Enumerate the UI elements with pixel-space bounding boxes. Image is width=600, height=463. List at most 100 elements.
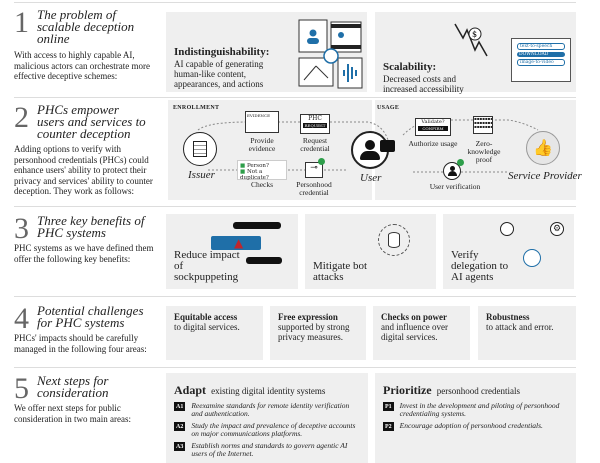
challenge-heading: Checks on power — [381, 312, 448, 322]
request-credential-label: Request credential — [300, 136, 330, 153]
step-text: Study the impact and prevalence of decep… — [191, 421, 356, 438]
step-text: Reexamine standards for remote identity … — [191, 401, 350, 418]
card-text: AI capable of generating human-like cont… — [174, 59, 264, 89]
user-icon — [500, 222, 514, 236]
checks-card: ■ Person? ■ Not a duplicate? — [237, 160, 287, 181]
section-desc: Adding options to verify with personhood… — [14, 144, 153, 196]
benefit-label: Reduce impact of sockpuppeting — [174, 249, 240, 283]
issuer-label: Issuer — [188, 169, 215, 181]
divider — [14, 206, 576, 207]
divider — [14, 2, 576, 3]
section-number: 4 — [14, 302, 29, 335]
prioritize-heading: Prioritize — [383, 383, 432, 397]
request-button: REQUEST — [303, 123, 327, 128]
laptop-option: text-to-speech — [517, 43, 565, 50]
challenge-text: and influence over digital services. — [381, 322, 448, 342]
decreasing-cost-icon: $ — [454, 23, 488, 57]
benefit-label: Mitigate bot attacks — [313, 260, 368, 283]
adapt-card: Adapt existing digital identity systems … — [166, 373, 368, 463]
flagged-message — [211, 236, 261, 250]
card-text: Decreased costs and increased accessibil… — [383, 74, 464, 94]
media-collage-icon — [298, 19, 363, 89]
benefit-card-delegation: ⚙ Verify delegation to AI agents — [443, 214, 574, 289]
step-tag: P2 — [383, 422, 394, 431]
challenge-heading: Robustness — [486, 312, 530, 322]
verified-user-icon — [443, 162, 461, 180]
zero-knowledge-proof-label: Zero-knowledge proof — [467, 139, 501, 164]
section-desc: With access to highly capable AI, malici… — [14, 50, 150, 81]
benefit-card-bot-attacks: Mitigate bot attacks — [305, 214, 436, 289]
gear-icon: ⚙ — [550, 222, 564, 236]
check-duplicate: Not a duplicate? — [240, 169, 269, 181]
prioritize-subheading: personhood credentials — [436, 386, 520, 396]
database-icon — [378, 224, 410, 256]
section-desc: PHCs' impacts should be carefully manage… — [14, 333, 147, 354]
adapt-heading: Adapt — [174, 383, 207, 397]
evidence-folder-icon: EVIDENCE — [245, 111, 279, 133]
message-bar — [233, 222, 281, 229]
section-title: PHCs empower users and services to count… — [37, 102, 146, 141]
section-number: 5 — [14, 372, 29, 405]
section-title: Potential challenges for PHC systems — [37, 303, 144, 330]
authorize-usage-label: Authorize usage — [408, 139, 458, 148]
divider — [14, 367, 576, 368]
section-title: Next steps for consideration — [37, 373, 109, 400]
section-desc: PHC systems as we have defined them offe… — [14, 243, 154, 264]
wallet-icon — [380, 140, 395, 152]
step-text: Encourage adoption of personhood credent… — [399, 421, 543, 430]
check-badge-icon — [457, 159, 464, 166]
step-text: Invest in the development and piloting o… — [399, 401, 560, 418]
user-verification-label: User verification — [429, 182, 481, 191]
warning-icon: ▲ — [234, 236, 244, 250]
laptop-option: image-to-video — [517, 59, 565, 66]
provide-evidence-label: Provide evidence — [248, 136, 276, 153]
service-provider-label: Service Provider — [508, 170, 582, 182]
scalability-card: Scalability: Decreased costs and increas… — [375, 12, 576, 94]
challenge-heading: Free expression — [278, 312, 338, 322]
card-heading: Scalability: — [383, 61, 437, 73]
thumbs-up-icon: 👍 — [526, 131, 560, 165]
key-icon: ⊸ — [305, 162, 323, 178]
section-number: 3 — [14, 212, 29, 245]
indistinguishability-card: Indistinguishability: AI capable of gene… — [166, 12, 367, 92]
section-number: 2 — [14, 101, 29, 134]
svg-text:$: $ — [472, 30, 477, 39]
challenge-text: to attack and error. — [486, 322, 554, 332]
adapt-subheading: existing digital identity systems — [211, 386, 326, 396]
challenge-text: to digital services. — [174, 322, 240, 332]
plus-badge-icon — [318, 158, 325, 165]
prioritize-card: Prioritize personhood credentials P1 Inve… — [375, 373, 576, 463]
step-tag: A1 — [174, 402, 186, 411]
building-icon — [183, 132, 217, 166]
validate-card: Validate?CONFIRM — [415, 118, 451, 136]
enrollment-label: ENROLLMENT — [173, 105, 220, 111]
step-tag: A2 — [174, 422, 186, 431]
download-button: DOWNLOAD — [517, 52, 565, 57]
divider — [14, 97, 576, 98]
phc-label: PHC — [308, 115, 322, 122]
personhood-credential-label: Personhood credential — [296, 180, 332, 197]
section-title: The problem of scalable deception online — [37, 7, 135, 46]
step-tag: P1 — [383, 402, 394, 411]
checkbox-icon: ■ — [240, 169, 246, 175]
challenge-heading: Equitable access — [174, 312, 238, 322]
section-number: 1 — [14, 6, 29, 39]
validate-label: Validate? — [421, 119, 445, 125]
step-text: Establish norms and standards to govern … — [191, 441, 348, 458]
benefit-label: Verify delegation to AI agents — [451, 249, 509, 283]
zk-proof-icon: ▪▪▪▪▪▪▪ ▪▪▪▪▪▪▪ ▪▪▪▪▪▪▪ — [473, 116, 493, 134]
usage-label: USAGE — [377, 105, 400, 111]
section-desc: We offer next steps for public considera… — [14, 403, 131, 424]
ai-agent-icon — [523, 249, 541, 267]
confirm-button: CONFIRM — [418, 126, 448, 131]
message-bar — [246, 257, 282, 264]
evidence-label: EVIDENCE — [247, 113, 270, 118]
check-person: Person? — [246, 163, 269, 169]
step-tag: A3 — [174, 442, 186, 451]
checks-label: Checks — [250, 180, 274, 189]
